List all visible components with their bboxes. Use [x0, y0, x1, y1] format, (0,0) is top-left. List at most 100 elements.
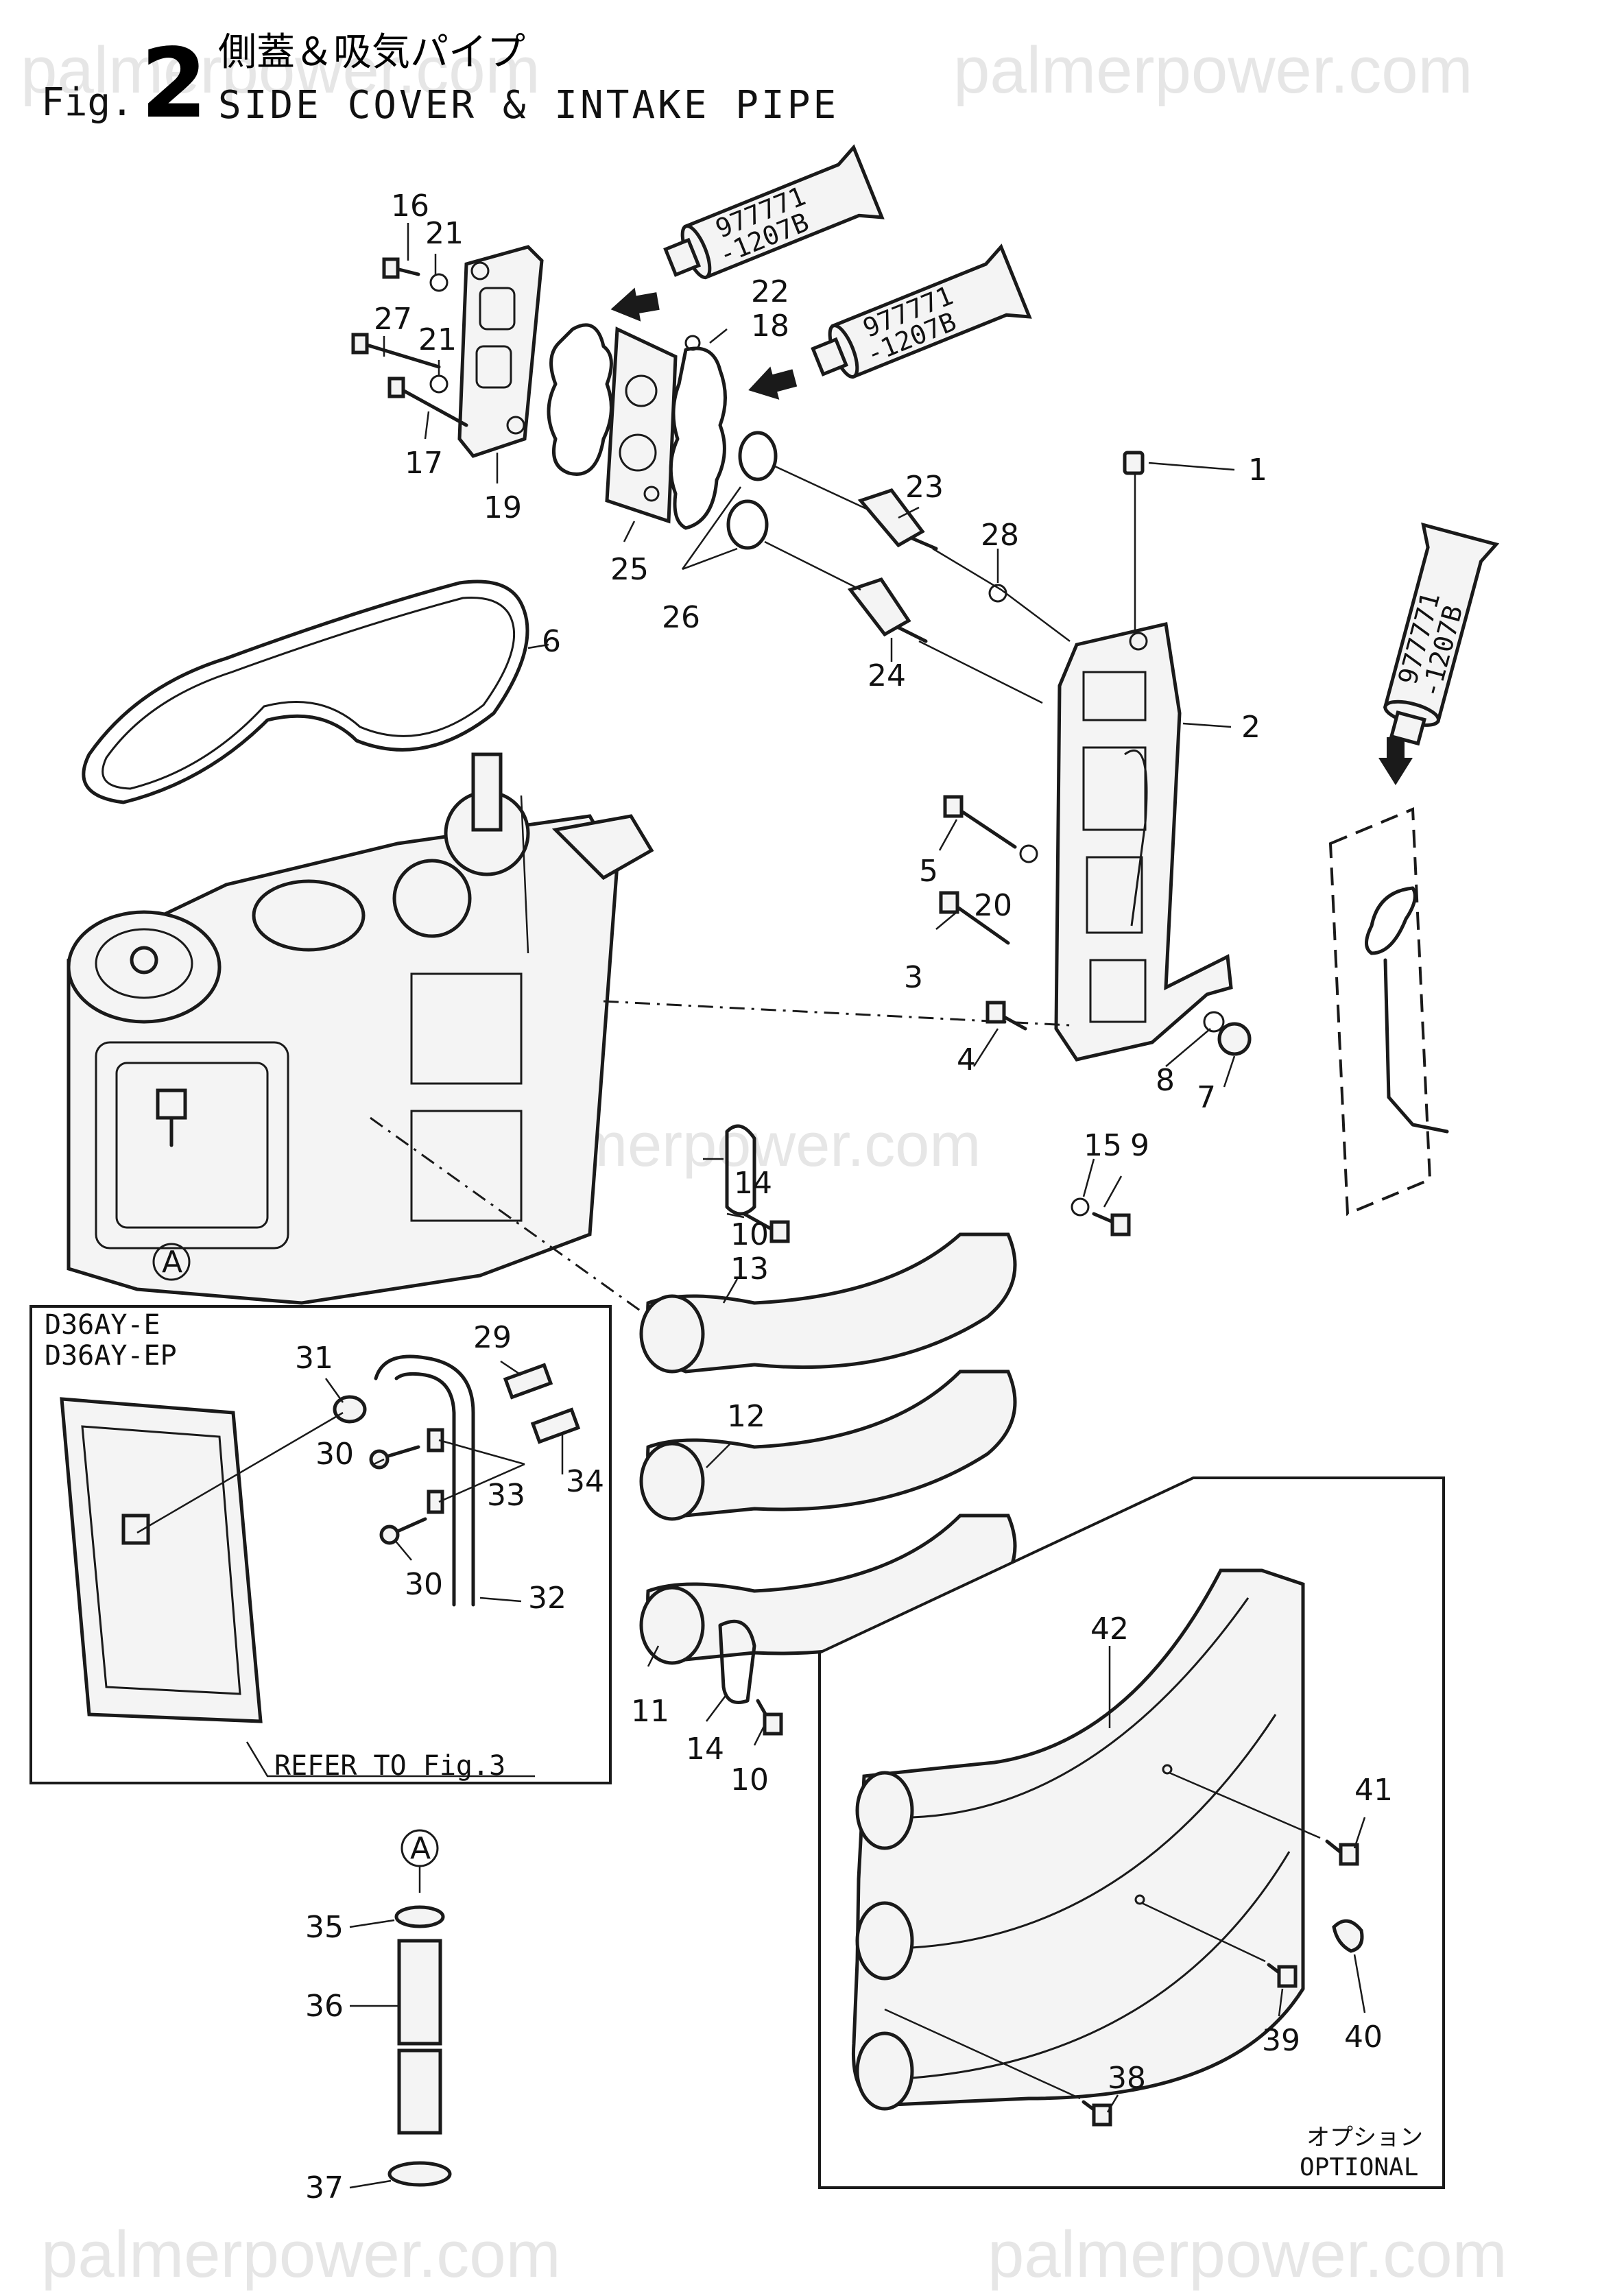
- detail-marker-a-label: A: [162, 1245, 182, 1280]
- callout-14-upper: 14: [734, 1166, 772, 1201]
- clamp-33-upper: [427, 1428, 444, 1452]
- callout-24: 24: [868, 658, 906, 693]
- callout-4: 4: [957, 1042, 976, 1077]
- callout-17: 17: [405, 446, 443, 481]
- fig-prefix: Fig.: [41, 80, 134, 125]
- bolt-38: [1092, 2103, 1112, 2127]
- optional-label-en: OPTIONAL: [1300, 2153, 1418, 2181]
- watermark-bottom-left: palmerpower.com: [41, 2218, 561, 2291]
- callout-34: 34: [566, 1464, 604, 1499]
- callout-16: 16: [391, 189, 429, 224]
- sensor-24: [847, 577, 928, 643]
- hose-36-lower: [397, 2048, 442, 2135]
- watermark-top-left: palmerpower.com: [21, 34, 540, 107]
- callout-12: 12: [727, 1399, 765, 1434]
- callout-3: 3: [904, 960, 923, 995]
- callout-30-lower: 30: [405, 1567, 443, 1602]
- callout-10-upper: 10: [730, 1217, 769, 1252]
- intake-pipe-12: [639, 1370, 1017, 1521]
- callout-2: 2: [1241, 710, 1260, 745]
- sealant-tube-2: 977771 -1207B: [811, 243, 1032, 379]
- intake-pipe-13: [639, 1124, 1017, 1374]
- connector-line: [774, 465, 872, 512]
- hose-31-32: [374, 1354, 475, 1607]
- clamp-33-lower: [427, 1490, 444, 1514]
- callout-6: 6: [542, 624, 561, 659]
- gasket-upper: [547, 323, 613, 476]
- o-ring-26-lower: [726, 499, 769, 550]
- sealant-area-outline: [1328, 807, 1432, 1216]
- detail-marker-a: [152, 1243, 191, 1281]
- arrow-icon: [748, 366, 798, 400]
- callout-11: 11: [631, 1694, 669, 1729]
- callout-9: 9: [1130, 1128, 1149, 1163]
- arrow-icon: [610, 287, 660, 322]
- plug-1: [1123, 451, 1145, 475]
- callout-21-upper: 21: [425, 216, 464, 251]
- callout-30-upper: 30: [315, 1437, 354, 1472]
- callout-5: 5: [919, 854, 938, 889]
- optional-label-jp: オプション: [1306, 2124, 1423, 2151]
- connector-line: [136, 1411, 344, 1534]
- alignment-line: [370, 1116, 659, 1325]
- watermark-bottom-right: palmerpower.com: [988, 2218, 1507, 2291]
- callout-29: 29: [473, 1320, 512, 1355]
- callout-26: 26: [662, 600, 700, 635]
- callout-19: 19: [483, 490, 522, 525]
- bolts-10-15-9: [742, 1197, 1131, 1736]
- washer-8: [1203, 1011, 1225, 1033]
- bolts-16-21-27-17: [351, 257, 468, 427]
- callout-32: 32: [528, 1581, 566, 1616]
- callout-33: 33: [487, 1478, 525, 1513]
- callout-10-lower: 10: [730, 1762, 769, 1797]
- connector-line: [932, 547, 1071, 642]
- intake-manifold-42: [851, 1568, 1305, 2111]
- callout-15: 15: [1084, 1128, 1122, 1163]
- callout-numbers: 1 2 3 4 5 6 7 8 9 10 10 11 12 13 14 14 1…: [295, 189, 1393, 2205]
- arrow-down-icon: [1378, 737, 1413, 785]
- callout-39: 39: [1262, 2023, 1300, 2058]
- connector-line: [1169, 1771, 1321, 1839]
- inset-model-2: D36AY-EP: [45, 1340, 177, 1372]
- gasket-lower: [669, 346, 727, 530]
- connector-line: [884, 2008, 1081, 2100]
- watermark-top-right: palmerpower.com: [953, 34, 1473, 107]
- connector-line: [918, 640, 1043, 704]
- callout-13: 13: [730, 1252, 769, 1287]
- plate-25: [605, 326, 678, 524]
- title-japanese: 側蓋＆吸気パイプ: [218, 30, 525, 75]
- clip-40: [1332, 1919, 1364, 1953]
- callout-7: 7: [1197, 1080, 1216, 1115]
- engine-block: A: [67, 752, 654, 1305]
- bolt-30-lower: [379, 1524, 400, 1545]
- nipple-29: [503, 1363, 553, 1400]
- connector-line: [764, 540, 861, 591]
- title-english: SIDE COVER & INTAKE PIPE: [218, 83, 839, 128]
- sealant-pattern: [1383, 958, 1449, 1134]
- callout-41: 41: [1354, 1773, 1393, 1808]
- plug-7: [1217, 1022, 1252, 1056]
- nut-22: [684, 335, 701, 351]
- sealant-pattern: [1365, 886, 1417, 955]
- alignment-line: [603, 1000, 1071, 1027]
- timing-belt-6: [82, 579, 529, 804]
- callout-31: 31: [295, 1341, 333, 1376]
- refer-leader: [246, 1741, 535, 1778]
- hose-36-upper: [397, 1939, 442, 2046]
- callout-23: 23: [905, 470, 944, 505]
- fig-number: 2: [141, 28, 207, 140]
- sealant-tube-3: 977771 -1207B: [1383, 522, 1500, 746]
- callout-40: 40: [1344, 2020, 1383, 2055]
- inset-model-1: D36AY-E: [45, 1309, 160, 1341]
- cap-31: [333, 1395, 367, 1424]
- connector-line: [1141, 1902, 1266, 1963]
- callout-37: 37: [305, 2171, 344, 2205]
- bolt-39: [1277, 1965, 1298, 1988]
- callout-8: 8: [1156, 1063, 1175, 1098]
- o-ring-26-upper: [738, 431, 778, 481]
- clip-35: [394, 1905, 445, 1928]
- callout-38: 38: [1108, 2061, 1146, 2096]
- bolts-5-3-4: [939, 795, 1038, 1031]
- callout-28: 28: [981, 518, 1019, 553]
- hose-31-32-inner: [394, 1372, 456, 1607]
